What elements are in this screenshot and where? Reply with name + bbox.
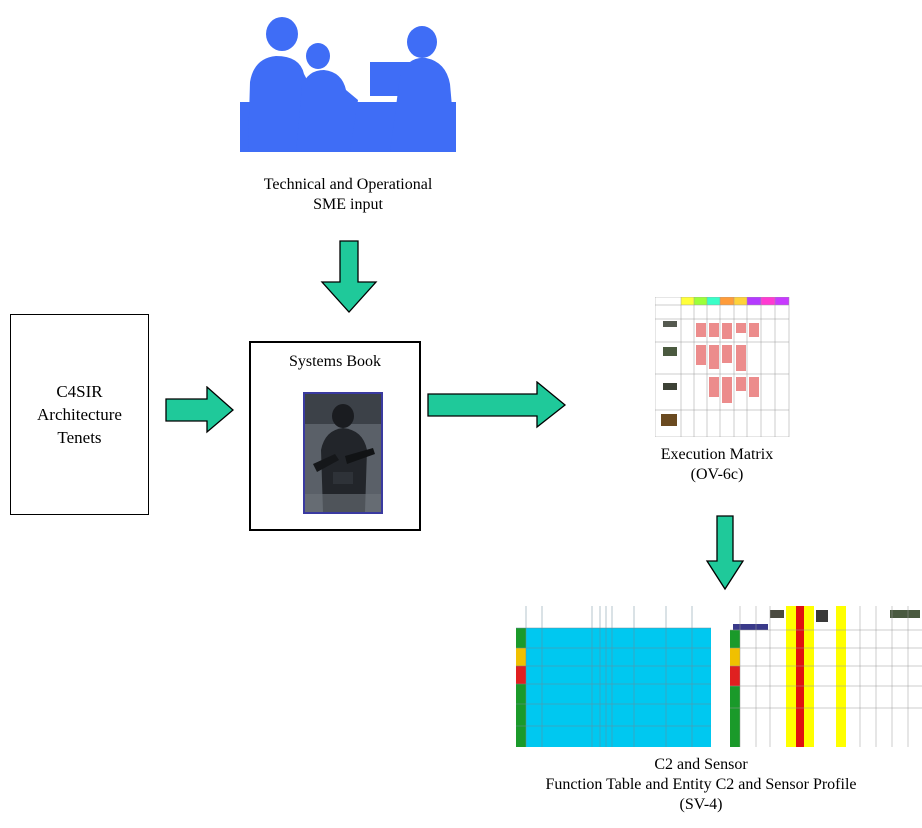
function-table-thumbnail [516,606,711,747]
sme-caption-line-1: Technical and Operational [263,176,433,193]
execution-matrix-line-2: (OV-6c) [690,466,744,483]
soldier-photo [303,392,383,514]
architecture-tenets-box: C4SIR Architecture Tenets [10,314,149,515]
c2-sensor-line-1: C2 and Sensor [654,756,748,773]
tenets-line-3: Tenets [57,428,102,447]
sme-caption-line-2: SME input [313,196,383,213]
arrow-right-book-to-matrix [427,381,567,429]
tenets-line-2: Architecture [37,405,122,424]
systems-book-title: Systems Book [288,353,381,370]
tenets-line-1: C4SIR [56,382,103,401]
c2-sensor-line-2: Function Table and Entity C2 and Sensor … [545,776,857,793]
entity-profile-thumbnail [730,606,922,747]
c2-sensor-caption: C2 and Sensor Function Table and Entity … [480,755,922,815]
arrow-down-matrix-to-tables [705,515,745,591]
sme-input-caption: Technical and Operational SME input [200,175,496,215]
c2-sensor-line-3: (SV-4) [679,796,723,813]
systems-book-box: Systems Book [249,341,421,531]
execution-matrix-thumbnail [655,297,805,437]
arrow-right-tenets-to-book [165,386,234,434]
sme-meeting-silhouette [240,17,456,152]
execution-matrix-line-1: Execution Matrix [660,446,774,463]
arrow-down-sme-to-book [320,240,378,313]
execution-matrix-caption: Execution Matrix (OV-6c) [612,445,822,485]
